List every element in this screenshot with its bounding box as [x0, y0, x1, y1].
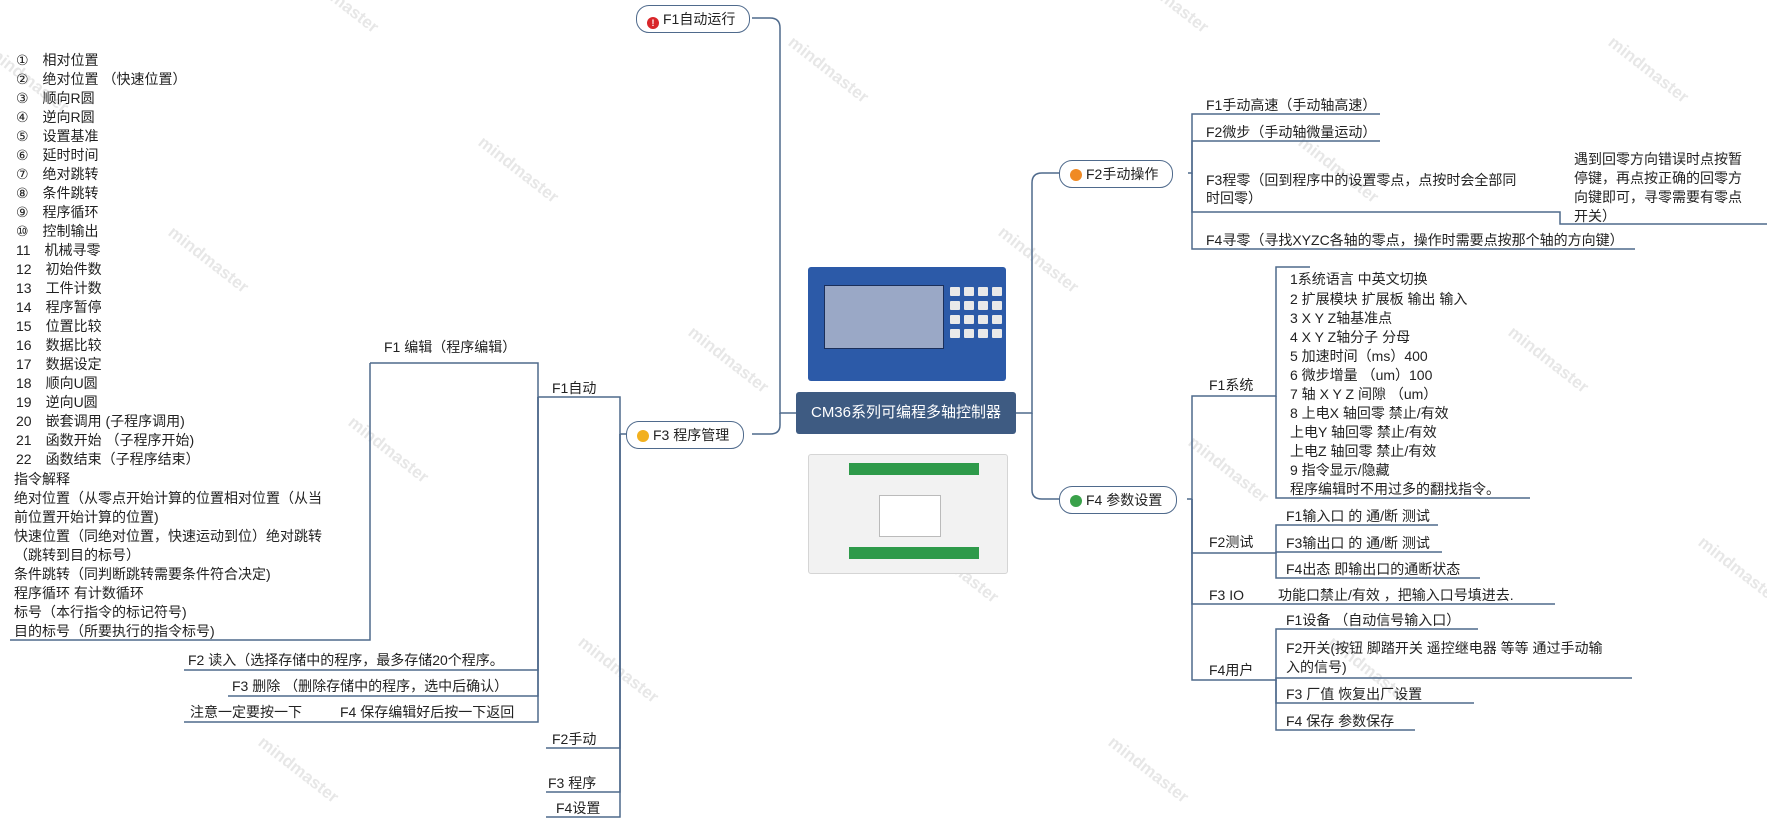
f4-io-label[interactable]: F3 IO: [1209, 587, 1245, 603]
f2-item-program-zero[interactable]: F3程零（回到程序中的设置零点，点按时会全部同: [1206, 172, 1517, 188]
f3-delete[interactable]: F3 删除 （删除存储中的程序，选中后确认）: [232, 678, 509, 694]
f4-user-item: F3 厂值 恢复出厂设置: [1286, 686, 1423, 702]
f4-system-item: 7 轴 X Y Z 间隙 （um）: [1290, 386, 1438, 402]
instruction-item: 17 数据设定: [16, 356, 102, 372]
explain-line: 条件跳转（同判断跳转需要条件符合决定): [14, 566, 271, 582]
f3-sub-settings[interactable]: F4设置: [556, 800, 601, 816]
explain-line: 标号（本行指令的标记符号): [14, 604, 187, 620]
red-exclamation-icon: !: [647, 17, 659, 29]
f3-edit[interactable]: F1 编辑（程序编辑）: [384, 339, 517, 355]
f4-user-label[interactable]: F4用户: [1209, 662, 1254, 678]
f3-sub-program[interactable]: F3 程序: [548, 775, 597, 791]
f4-system-item: 8 上电X 轴回零 禁止/有效: [1290, 405, 1449, 421]
f2-item-high-speed[interactable]: F1手动高速（手动轴高速）: [1206, 97, 1377, 113]
instruction-item: ④ 逆向R圆: [16, 109, 95, 125]
f2-note-line: 遇到回零方向错误时点按暂: [1574, 151, 1742, 167]
explain-line: 指令解释: [14, 471, 70, 487]
yellow-dot-icon: [637, 430, 649, 442]
instruction-item: 12 初始件数: [16, 261, 102, 277]
orange-dot-icon: [1070, 169, 1082, 181]
instruction-item: ① 相对位置: [16, 52, 99, 68]
explain-line: 目的标号（所要执行的指令标号): [14, 623, 215, 639]
instruction-item: 19 逆向U圆: [16, 394, 98, 410]
f2-item-find-zero[interactable]: F4寻零（寻找XYZC各轴的零点，操作时需要点按那个轴的方向键）: [1206, 232, 1624, 248]
instruction-item: 13 工件计数: [16, 280, 102, 296]
f2-note-line: 开关）: [1574, 208, 1616, 224]
branch-f4-params[interactable]: F4 参数设置: [1059, 486, 1178, 514]
explain-line: 前位置开始计算的位置): [14, 509, 159, 525]
f3-save[interactable]: F4 保存编辑好后按一下返回: [340, 704, 515, 720]
explain-line: 快速位置（同绝对位置，快速运动到位）绝对跳转: [14, 528, 322, 544]
instruction-item: ③ 顺向R圆: [16, 90, 95, 106]
f4-system-item: 9 指令显示/隐藏: [1290, 462, 1390, 478]
explain-line: （跳转到目的标号）: [14, 547, 140, 563]
f4-system-item: 上电Z 轴回零 禁止/有效: [1290, 443, 1437, 459]
f2-item-program-zero-cont: 时回零）: [1206, 190, 1262, 206]
instruction-item: ⑦ 绝对跳转: [16, 166, 99, 182]
central-topic[interactable]: CM36系列可编程多轴控制器: [796, 392, 1016, 434]
f2-note-line: 停键，再点按正确的回零方: [1574, 170, 1742, 186]
f4-system-item: 上电Y 轴回零 禁止/有效: [1290, 424, 1437, 440]
instruction-item: 22 函数结束（子程序结束）: [16, 451, 200, 467]
instruction-item: 18 顺向U圆: [16, 375, 98, 391]
f4-system-item: 程序编辑时不用过多的翻找指令。: [1290, 481, 1500, 497]
f4-io-text: 功能口禁止/有效 ，把输入口号填进去.: [1278, 587, 1514, 603]
instruction-item: 14 程序暂停: [16, 299, 102, 315]
f4-system-item: 2 扩展模块 扩展板 输出 输入: [1290, 291, 1468, 307]
f4-system-item: 1系统语言 中英文切换: [1290, 271, 1428, 287]
instruction-item: ⑨ 程序循环: [16, 204, 99, 220]
instruction-item: ⑩ 控制输出: [16, 223, 99, 239]
instruction-item: 11 机械寻零: [16, 242, 101, 258]
instruction-item: 15 位置比较: [16, 318, 102, 334]
branch-f1-auto-run[interactable]: !F1自动运行: [636, 5, 751, 33]
instruction-item: 20 嵌套调用 (子程序调用): [16, 413, 185, 429]
f3-read[interactable]: F2 读入（选择存储中的程序，最多存储20个程序。: [188, 652, 504, 668]
f3-save-note: 注意一定要按一下: [190, 704, 302, 720]
f4-system-item: 5 加速时间（ms）400: [1290, 348, 1428, 364]
explain-line: 绝对位置（从零点开始计算的位置相对位置（从当: [14, 490, 322, 506]
green-dot-icon: [1070, 495, 1082, 507]
f4-user-item: F2开关(按钮 脚踏开关 遥控继电器 等等 通过手动输: [1286, 640, 1603, 656]
instruction-item: ⑤ 设置基准: [16, 128, 99, 144]
explain-line: 程序循环 有计数循环: [14, 585, 144, 601]
f4-system-item: 6 微步增量 （um）100: [1290, 367, 1433, 383]
f4-test-item: F3输出口 的 通/断 测试: [1286, 535, 1430, 551]
f2-item-micro-step[interactable]: F2微步（手动轴微量运动）: [1206, 124, 1377, 140]
f4-test-label[interactable]: F2测试: [1209, 534, 1254, 550]
f4-system-item: 4 X Y Z轴分子 分母: [1290, 329, 1411, 345]
f4-test-item: F4出态 即输出口的通断状态: [1286, 561, 1461, 577]
f4-system-item: 3 X Y Z轴基准点: [1290, 310, 1393, 326]
controller-panel-image: [808, 267, 1006, 381]
f4-system-label[interactable]: F1系统: [1209, 377, 1254, 393]
instruction-item: 21 函数开始 （子程序开始): [16, 432, 195, 448]
instruction-item: 16 数据比较: [16, 337, 102, 353]
f4-user-item: F1设备 （自动信号输入口）: [1286, 612, 1461, 628]
f3-sub-manual[interactable]: F2手动: [552, 731, 597, 747]
instruction-item: ⑧ 条件跳转: [16, 185, 99, 201]
f2-note-line: 向键即可，寻零需要有零点: [1574, 189, 1742, 205]
f3-sub-auto[interactable]: F1自动: [552, 380, 597, 396]
instruction-item: ⑥ 延时时间: [16, 147, 99, 163]
controller-board-image: [808, 454, 1008, 574]
branch-f3-program[interactable]: F3 程序管理: [626, 421, 745, 449]
lcd-screen: [824, 285, 944, 349]
branch-f2-manual[interactable]: F2手动操作: [1059, 160, 1174, 188]
f4-user-item: F4 保存 参数保存: [1286, 713, 1395, 729]
f4-test-item: F1输入口 的 通/断 测试: [1286, 508, 1430, 524]
instruction-item: ② 绝对位置 （快速位置）: [16, 71, 187, 87]
f4-user-item: 入的信号): [1286, 659, 1347, 675]
